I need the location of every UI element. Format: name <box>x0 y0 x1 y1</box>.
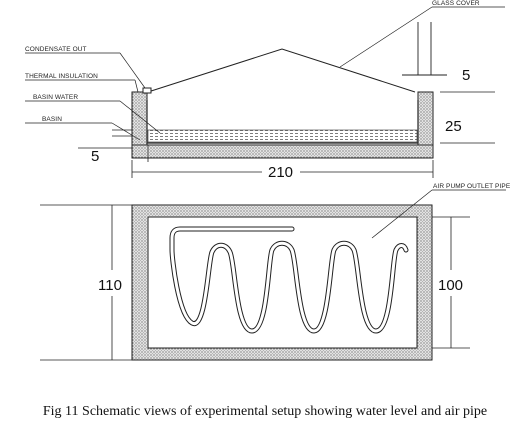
dim-length: 210 <box>268 164 293 181</box>
dim-side-height: 25 <box>445 118 462 135</box>
leader-pipe-diag <box>371 189 433 239</box>
length-dimension: 210 <box>131 160 434 181</box>
label-basin: BASIN <box>42 116 62 123</box>
condensate-channel <box>142 87 152 94</box>
label-condensate-out: CONDENSATE OUT <box>25 46 87 53</box>
label-glass-cover: GLASS COVER <box>432 0 480 7</box>
label-air-pump-outlet-pipe: AIR PUMP OUTLET PIPE <box>433 183 511 190</box>
basin-water <box>147 129 418 143</box>
bottom-insulation <box>131 144 434 159</box>
leader-glass-diag <box>339 6 433 68</box>
dim-outer-width: 110 <box>98 277 122 294</box>
glass-cover <box>147 48 416 93</box>
leader-basin-diag <box>111 122 141 141</box>
leader-condensate-diag <box>119 52 146 89</box>
label-thermal-insulation: THERMAL INSULATION <box>25 73 98 80</box>
top-view-inner-basin <box>147 216 418 349</box>
dim-inner-width: 100 <box>438 277 463 294</box>
air-pump-outlet-pipe-inner <box>170 227 408 333</box>
figure-caption: Fig 11 Schematic views of experimental s… <box>42 404 488 419</box>
leader-thermal-diag <box>134 79 139 93</box>
leader-basin-water-diag <box>119 100 161 134</box>
basin-tray <box>146 100 419 144</box>
side-view: GLASS COVER CONDENSATE OUT THERMAL INSUL… <box>25 0 505 165</box>
top-view: AIR PUMP OUTLET PIPE 110 100 <box>40 183 511 361</box>
dim-wall-thickness: 5 <box>91 148 99 165</box>
dim-glass-gap: 5 <box>462 67 470 84</box>
label-basin-water: BASIN WATER <box>33 94 78 101</box>
